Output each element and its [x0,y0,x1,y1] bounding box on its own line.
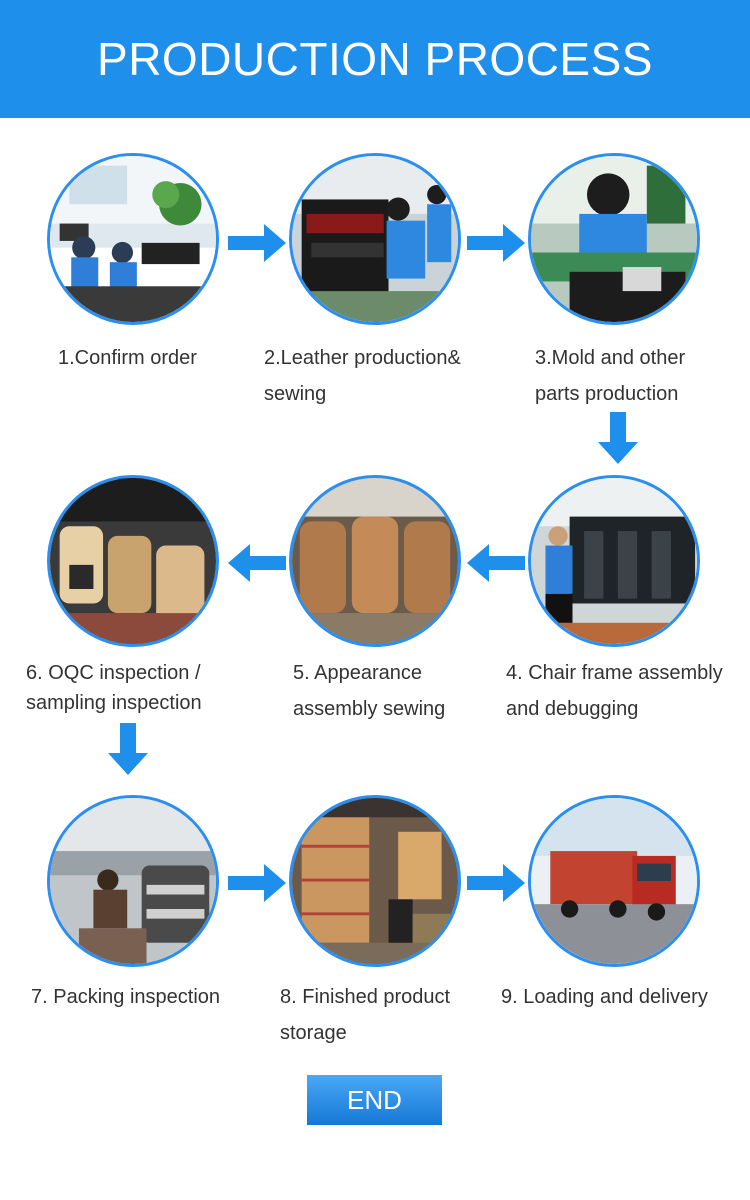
arrow-left-icon [228,544,286,582]
arrow-right-icon [467,864,525,902]
arrow-right-icon [467,224,525,262]
end-button[interactable]: END [307,1075,442,1125]
step-5-label: 5. Appearance assembly sewing [293,662,446,720]
arrow-left-icon [467,544,525,582]
step-8-label: 8. Finished product storage [280,986,451,1044]
step-9-label: 9. Loading and delivery [501,986,708,1008]
step-4-label: 4. Chair frame assembly and debugging [506,662,723,720]
step-7-label: 7. Packing inspection [31,986,221,1008]
step-9-photo-truck [528,795,700,967]
header-banner: PRODUCTION PROCESS [0,0,750,118]
step-1-photo-office [47,153,219,325]
arrow-down-icon [108,723,148,775]
step-3-photo-parts [528,153,700,325]
step-6-label: 6. OQC inspection / sampling inspection [26,662,202,714]
step-5-photo-appearance [289,475,461,647]
step-2-label: 2.Leather production& sewing [264,347,461,405]
step-8-photo-storage [289,795,461,967]
step-7-photo-packing [47,795,219,967]
step-2-photo-sewing [289,153,461,325]
arrow-right-icon [228,864,286,902]
page-title: PRODUCTION PROCESS [97,33,653,85]
arrow-down-icon [598,412,638,464]
step-4-photo-frame [528,475,700,647]
step-6-photo-inspection [47,475,219,647]
step-1-label: 1.Confirm order [58,347,197,369]
arrow-right-icon [228,224,286,262]
step-3-label: 3.Mold and other parts production [535,347,686,405]
